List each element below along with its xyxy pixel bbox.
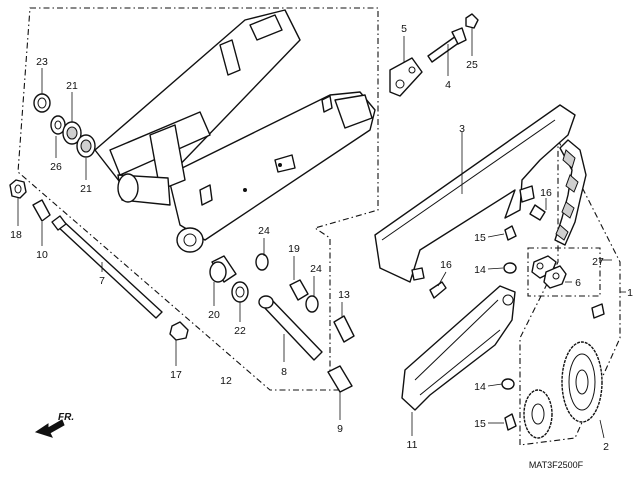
part-22-dust-seal	[231, 281, 249, 303]
callout-15-upper: 15	[474, 232, 486, 244]
part-6-joint-link	[531, 255, 567, 289]
part-26-washer	[50, 115, 66, 135]
callout-12: 12	[220, 375, 232, 387]
callout-11: 11	[407, 439, 418, 451]
part-10-collar	[32, 199, 51, 222]
callout-17: 17	[170, 369, 182, 381]
callout-7: 7	[99, 275, 105, 287]
swingarm-assembly-frame	[17, 7, 379, 391]
callout-1: 1	[627, 287, 633, 299]
callout-26: 26	[50, 161, 62, 173]
part-21-bearing-lower	[76, 134, 96, 158]
front-direction-arrow: FR.	[34, 412, 74, 438]
callout-21-lower: 21	[80, 183, 92, 195]
callout-9: 9	[337, 423, 343, 435]
swingarm	[94, 9, 376, 253]
part-5-chain-adjuster	[389, 57, 423, 97]
callout-24-lower: 24	[310, 263, 322, 275]
chain-link-frame	[527, 247, 601, 297]
part-23-seal	[33, 93, 51, 113]
callout-20: 20	[208, 309, 220, 321]
part-24-dust-seal-upper	[255, 253, 269, 271]
callout-13: 13	[338, 289, 350, 301]
callout-23: 23	[36, 56, 48, 68]
part-16-bolt-upper	[529, 204, 546, 221]
part-11-chain-slider	[401, 285, 516, 411]
callout-6: 6	[575, 277, 581, 289]
part-16-bolt-lower	[429, 281, 447, 299]
callout-24-upper: 24	[258, 225, 270, 237]
part-21-bearing-upper	[62, 121, 82, 145]
callout-27: 27	[592, 256, 604, 268]
part-20-needle-bearing	[209, 255, 237, 283]
callout-14-lower: 14	[474, 381, 486, 393]
callout-22: 22	[234, 325, 246, 337]
callout-15-lower: 15	[474, 418, 486, 430]
front-direction-label: FR.	[58, 412, 74, 423]
callout-25: 25	[466, 59, 478, 71]
part-18-nut	[9, 179, 27, 199]
part-3-chain-case	[374, 104, 576, 283]
leader-lines	[17, 28, 626, 439]
part-24-dust-seal-lower	[305, 295, 319, 313]
part-15-bolt-lower	[504, 413, 517, 431]
callout-16-upper: 16	[540, 187, 552, 199]
callout-2: 2	[603, 441, 609, 453]
drive-sprocket	[523, 389, 553, 439]
callout-10: 10	[36, 249, 48, 261]
part-7-pivot-bolt	[51, 215, 163, 319]
part-17-cap-nut	[169, 321, 189, 341]
callout-19: 19	[288, 243, 300, 255]
part-27-drive-chain	[554, 139, 587, 246]
part-13-bushing	[333, 315, 355, 343]
callout-4: 4	[445, 79, 451, 91]
part-14-grommet-lower	[501, 378, 515, 390]
part-2-driven-sprocket	[561, 341, 603, 423]
callout-3: 3	[459, 123, 465, 135]
callout-21-upper: 21	[66, 80, 78, 92]
part-1-chain-kit-tag	[591, 303, 605, 319]
part-15-bolt-upper	[504, 225, 517, 241]
part-14-grommet-upper	[503, 262, 517, 274]
part-9-collar	[327, 365, 353, 393]
part-25-lock-nut	[465, 13, 479, 29]
callout-16-lower: 16	[440, 259, 452, 271]
callout-5: 5	[401, 23, 407, 35]
part-19-bushing	[289, 279, 309, 301]
part-8-pivot-collar	[258, 295, 323, 361]
callout-8: 8	[281, 366, 287, 378]
part-4-adjuster-bolt	[427, 27, 467, 63]
drawing-code: MAT3F2500F	[529, 460, 584, 470]
callout-18: 18	[10, 229, 22, 241]
callout-14-upper: 14	[474, 264, 486, 276]
